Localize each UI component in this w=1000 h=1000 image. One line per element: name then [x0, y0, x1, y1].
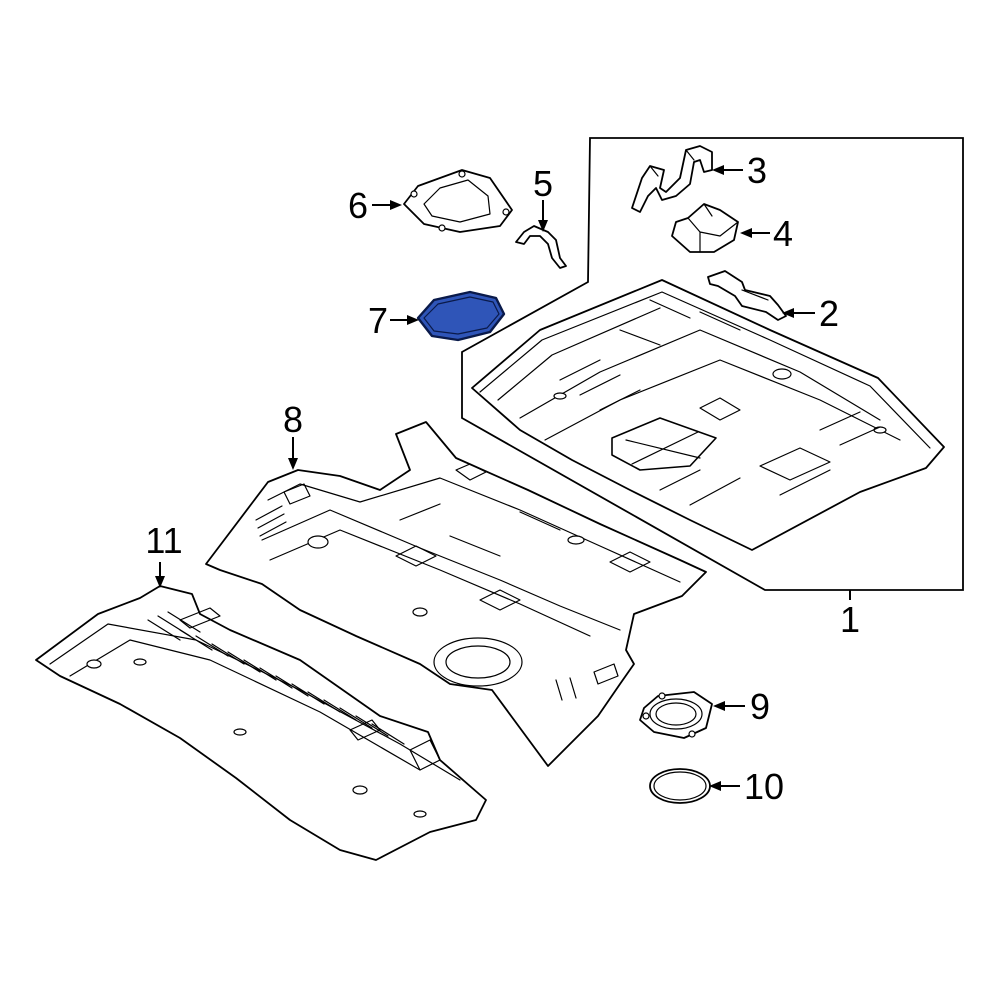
part-3-bracket[interactable] [631, 145, 713, 213]
part-6-cover-plate[interactable] [403, 169, 513, 233]
callout-4: 4 [773, 213, 793, 254]
part-4-reinforcement[interactable] [671, 203, 739, 253]
callout-10: 10 [744, 766, 784, 807]
callout-3: 3 [747, 150, 767, 191]
part-10-ring-seal[interactable] [649, 768, 711, 804]
callout-7: 7 [368, 300, 388, 341]
callout-1: 1 [840, 599, 860, 640]
part-2-bracket[interactable] [707, 270, 787, 321]
callout-2: 2 [819, 293, 839, 334]
part-5-strap[interactable] [515, 225, 567, 269]
callout-8: 8 [283, 399, 303, 440]
part-11-front-floor-pan[interactable] [35, 585, 487, 861]
callout-5: 5 [533, 163, 553, 204]
callout-6: 6 [348, 185, 368, 226]
part-8-center-floor-pan[interactable] [205, 421, 707, 767]
part-1-group-frame [461, 137, 964, 591]
part-1-rear-floor-pan[interactable] [471, 279, 945, 551]
callout-9: 9 [750, 686, 770, 727]
part-9-speaker-mount[interactable] [639, 691, 713, 739]
part-7-seal-pad[interactable] [416, 290, 506, 342]
callout-11: 11 [145, 520, 182, 561]
leader-lines [155, 165, 851, 791]
